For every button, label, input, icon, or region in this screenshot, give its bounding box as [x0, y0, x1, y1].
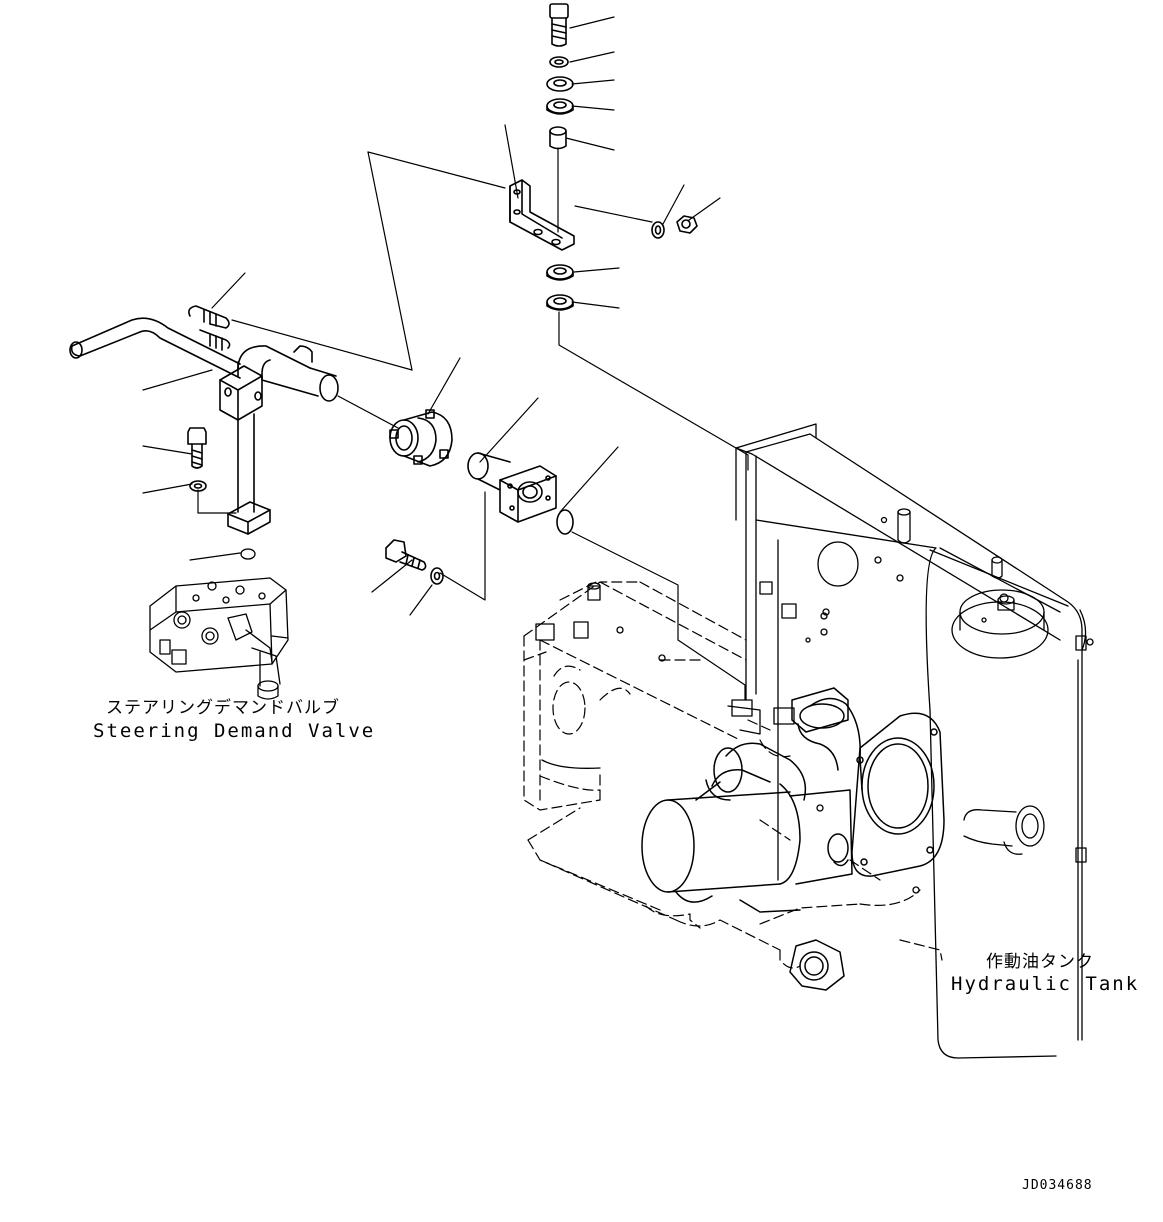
- pipe-assembly: [69, 305, 339, 535]
- drawing-id: JD034688: [1022, 1178, 1093, 1193]
- coupling-clamp: [389, 409, 453, 467]
- hydraulic-tank: [735, 423, 1087, 1059]
- bolt-left: [187, 427, 207, 492]
- bracket: [509, 179, 575, 251]
- washer-and-nut: [651, 215, 698, 239]
- o-ring: [556, 509, 574, 535]
- steering-demand-valve: [149, 548, 289, 700]
- flange-tube: [467, 452, 557, 523]
- leader-lines: [142, 16, 749, 701]
- suction-strainer: [641, 687, 945, 991]
- steering-valve-label-en: Steering Demand Valve: [93, 720, 376, 742]
- top-fastener-stack: [546, 3, 574, 311]
- frame-hidden-lines: [523, 579, 943, 969]
- bolt-lower: [385, 539, 444, 585]
- hydraulic-tank-label-en: Hydraulic Tank: [951, 973, 1140, 995]
- hydraulic-tank-label-jp: 作動油タンク: [986, 952, 1094, 972]
- steering-valve-label-jp: ステアリングデマンドバルブ: [106, 698, 340, 718]
- frame-parts: [535, 581, 1094, 894]
